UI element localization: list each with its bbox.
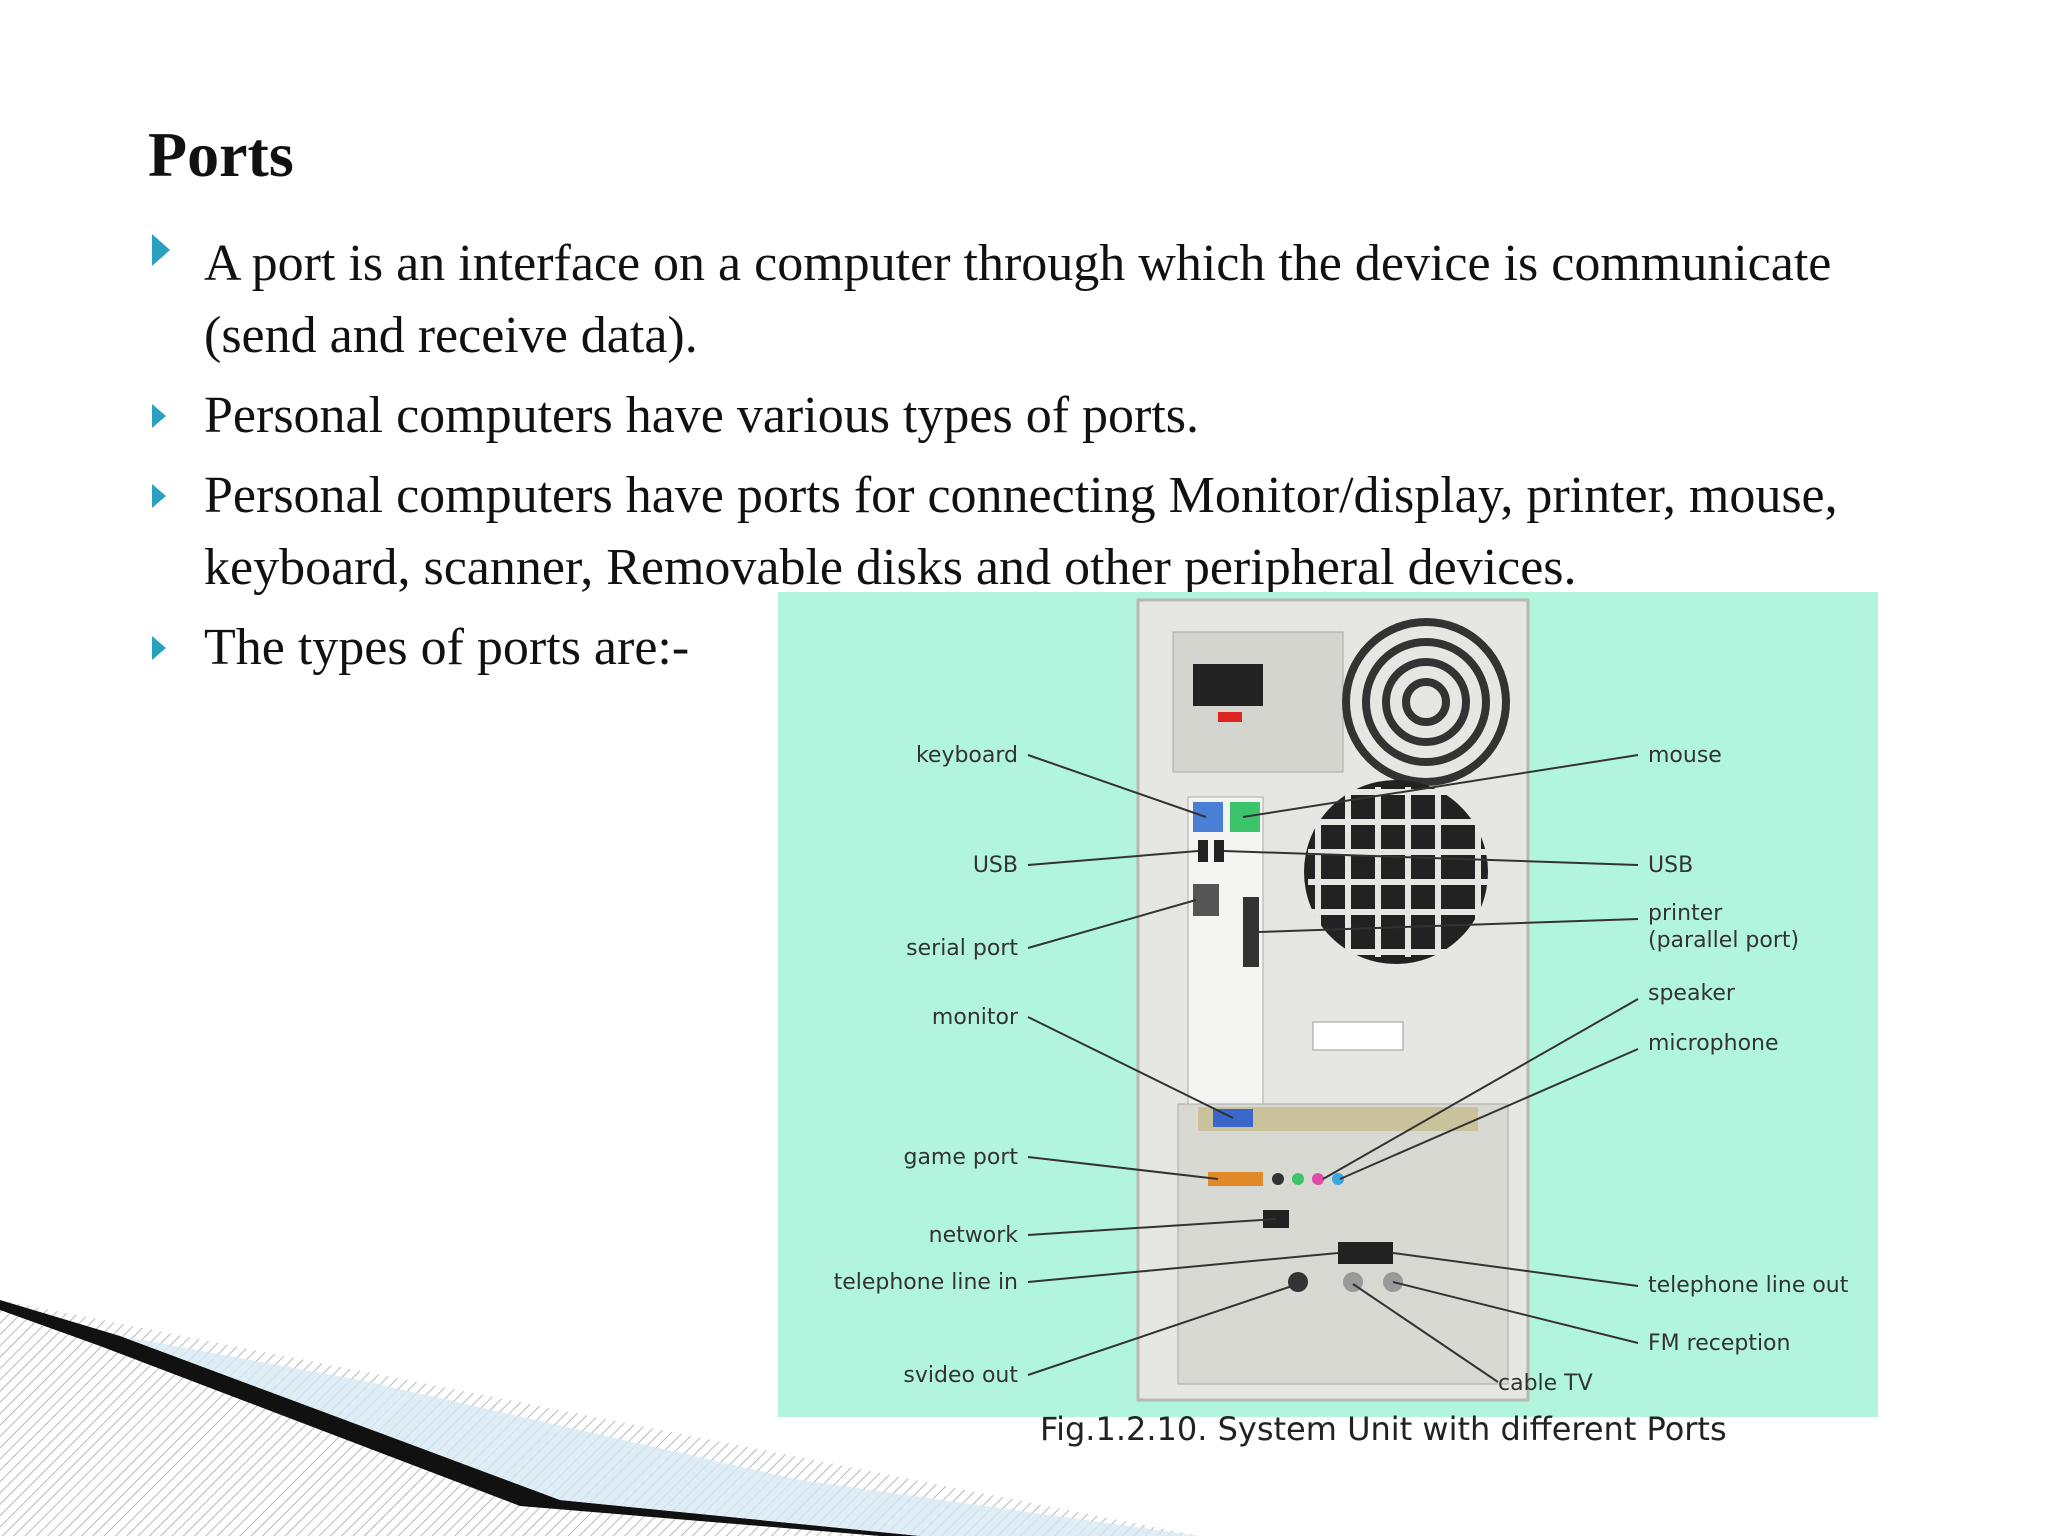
bullet-item: The types of ports are:- [148, 612, 1908, 684]
barcode-label [1312, 1021, 1404, 1051]
label-microphone: microphone [1648, 1031, 1779, 1056]
audio-jack-icon [1332, 1173, 1344, 1185]
system-unit-figure: keyboard USB serial port monitor game po… [778, 592, 1878, 1417]
usb-port-icon [1214, 840, 1224, 862]
telephone-port-icon [1338, 1242, 1393, 1264]
system-unit-illustration: keyboard USB serial port monitor game po… [834, 598, 1849, 1402]
serial-port-icon [1193, 884, 1219, 916]
bullet-text: Personal computers have ports for connec… [204, 467, 1838, 596]
light-swoosh [120, 1336, 1200, 1536]
label-speaker: speaker [1648, 981, 1736, 1006]
voltage-switch-icon [1218, 712, 1242, 722]
bullet-arrow-icon [152, 484, 166, 508]
bullet-item: Personal computers have various types of… [148, 380, 1908, 452]
game-port-icon [1208, 1172, 1263, 1186]
label-game-port: game port [903, 1145, 1018, 1170]
label-monitor: monitor [932, 1005, 1019, 1030]
audio-jack-icon [1272, 1173, 1284, 1185]
label-parallel-port: (parallel port) [1648, 928, 1799, 953]
power-socket-icon [1193, 664, 1263, 706]
label-keyboard: keyboard [916, 743, 1018, 768]
label-usb-right: USB [1648, 853, 1693, 878]
parallel-port-icon [1243, 897, 1259, 967]
svideo-port-icon [1288, 1272, 1308, 1292]
fan-top-icon [1342, 618, 1510, 786]
label-telephone-line-in: telephone line in [834, 1270, 1018, 1295]
label-telephone-line-out: telephone line out [1648, 1273, 1849, 1298]
bullet-arrow-icon [152, 636, 166, 660]
bullet-list: A port is an interface on a computer thr… [148, 228, 1908, 692]
bullet-item: Personal computers have ports for connec… [148, 460, 1908, 604]
bullet-arrow-icon [152, 234, 170, 266]
fan-bottom-icon [1304, 780, 1488, 964]
label-printer: printer [1648, 901, 1723, 926]
keyboard-port-icon [1193, 802, 1223, 832]
bullet-arrow-icon [152, 404, 166, 428]
hatched-band [0, 1300, 1200, 1536]
label-serial-port: serial port [906, 936, 1018, 961]
label-fm-reception: FM reception [1648, 1331, 1790, 1356]
label-network: network [929, 1223, 1019, 1248]
figure-caption: Fig.1.2.10. System Unit with different P… [1040, 1410, 1727, 1448]
label-usb-left: USB [973, 853, 1018, 878]
bullet-text: A port is an interface on a computer thr… [204, 235, 1832, 364]
leader-lines [1027, 754, 1639, 1383]
usb-port-icon [1198, 840, 1208, 862]
bullet-text: Personal computers have various types of… [204, 387, 1200, 444]
label-svideo-out: svideo out [903, 1363, 1018, 1388]
decorative-swoosh [0, 1300, 1200, 1536]
bullet-item: A port is an interface on a computer thr… [148, 228, 1908, 372]
audio-jack-icon [1292, 1173, 1304, 1185]
label-mouse: mouse [1648, 743, 1722, 768]
slide-title: Ports [148, 119, 294, 190]
audio-jack-icon [1312, 1173, 1324, 1185]
label-cable-tv: cable TV [1498, 1371, 1593, 1396]
bullet-text: The types of ports are:- [204, 619, 690, 676]
